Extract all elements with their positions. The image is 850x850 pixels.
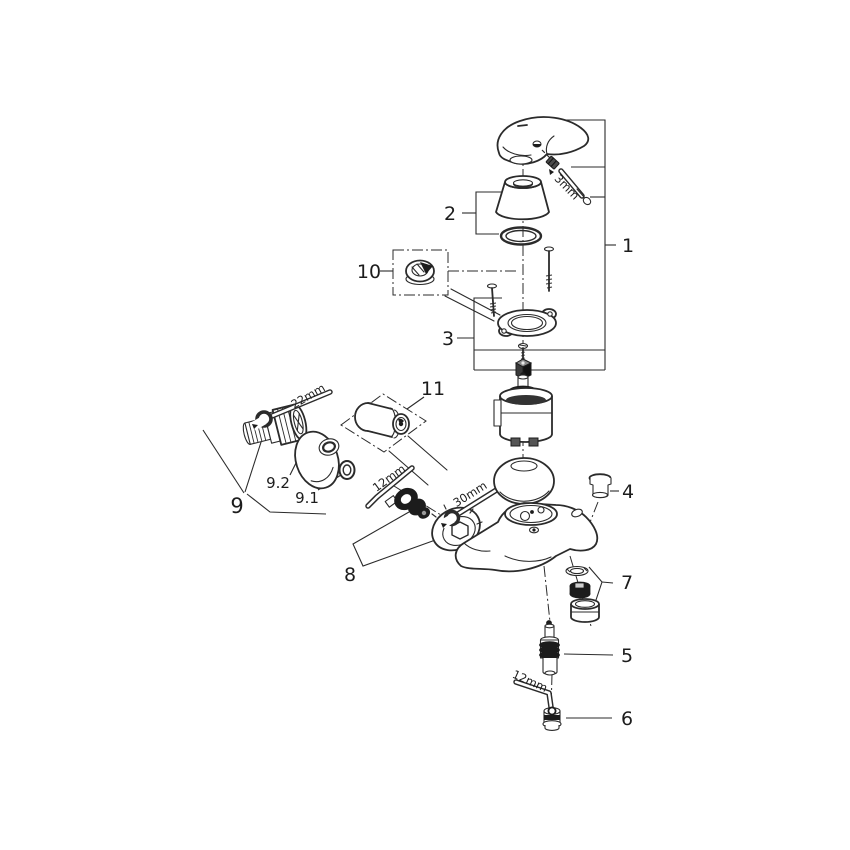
wrench-30mm-icon — [439, 486, 501, 529]
label-part10: 10 — [357, 261, 381, 283]
grub-screw-small — [517, 342, 529, 362]
aerator-housing — [570, 598, 600, 623]
label-part8: 8 — [344, 564, 356, 586]
label-part1: 1 — [622, 235, 634, 257]
o-ring-cap — [499, 226, 543, 246]
label-part9-2: 9.2 — [266, 474, 290, 492]
connector-lines-part10-flange — [444, 288, 501, 322]
fixing-screw-left — [486, 283, 498, 317]
diverter-cartridge-part5 — [539, 620, 560, 676]
wall-escutcheon-9-2 — [294, 430, 340, 490]
label-part2: 2 — [444, 203, 456, 225]
knurled-nut-part6 — [542, 706, 562, 731]
dome-cap — [495, 175, 550, 221]
faucet-body — [454, 502, 599, 573]
label-part9: 9 — [230, 494, 243, 518]
aerator-insert — [569, 581, 591, 599]
check-valve — [394, 487, 431, 519]
escutcheon-flange — [497, 308, 557, 337]
callout-bracket-2 — [462, 191, 502, 235]
label-part5: 5 — [621, 645, 633, 667]
allen-key-3mm-icon — [549, 168, 592, 206]
allen-key-12mm-lower-icon — [513, 679, 554, 710]
plug-part4 — [588, 473, 612, 499]
handle-collar — [509, 155, 533, 165]
label-part3: 3 — [442, 328, 454, 350]
lever-handle — [496, 116, 590, 165]
label-tool-22mm: 22mm — [288, 381, 327, 412]
callout-bracket-1 — [556, 119, 616, 370]
seal-ring-9-1 — [338, 460, 356, 480]
cartridge-upper — [493, 372, 553, 447]
threaded-adapter-part11 — [354, 402, 410, 439]
allen-key-12mm-upper-icon — [365, 465, 415, 509]
label-part11: 11 — [421, 378, 445, 400]
label-tool-3mm: 3mm — [552, 171, 583, 202]
body-escutcheon-dome — [493, 457, 555, 505]
part10-chain-box — [392, 249, 449, 296]
square-adapter-nut — [514, 358, 533, 380]
handle-top-slot — [517, 124, 528, 127]
diverter-axis-upper — [543, 565, 551, 623]
aerator-washer — [565, 565, 589, 577]
wrench-22mm-icon — [250, 389, 333, 431]
label-part4: 4 — [622, 481, 634, 503]
label-part6: 6 — [621, 708, 633, 730]
fixing-screw-right — [543, 246, 555, 292]
label-part9-1: 9.1 — [295, 489, 319, 507]
label-part7: 7 — [621, 572, 633, 594]
set-screw — [541, 149, 560, 170]
mounting-clamp-part10 — [405, 259, 435, 286]
